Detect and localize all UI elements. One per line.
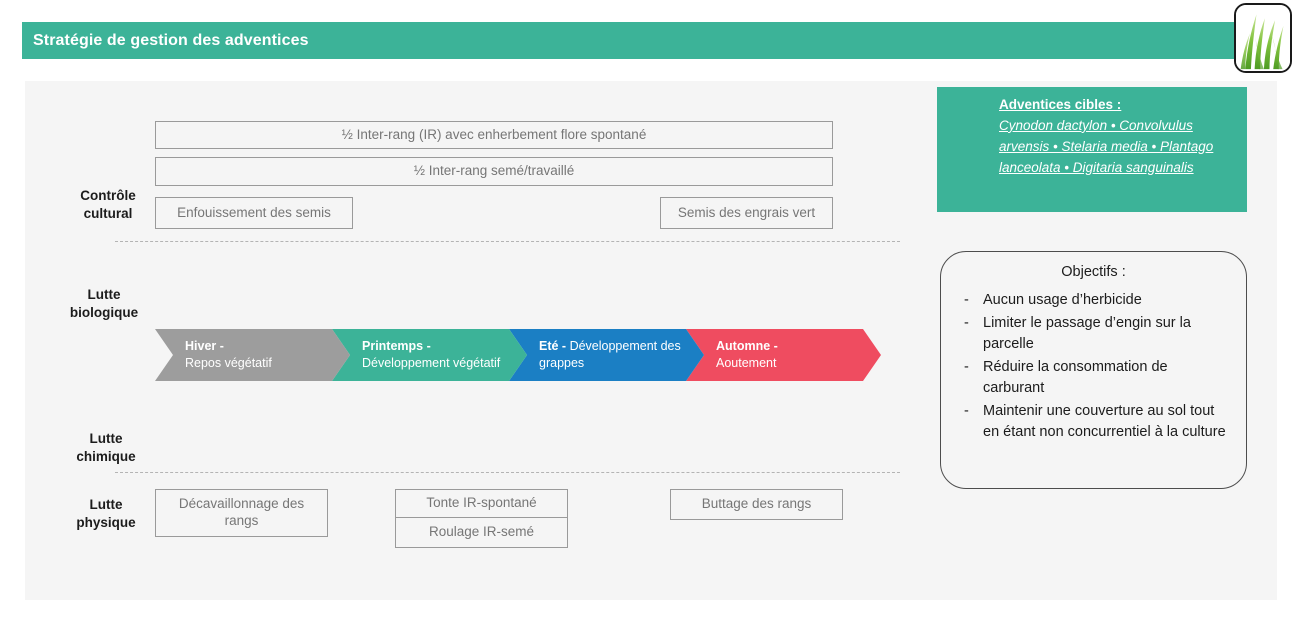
box-decavaillonnage-rangs[interactable]: Décavaillonnage des rangs — [155, 489, 328, 537]
objectif-text: Aucun usage d’herbicide — [983, 292, 1142, 308]
objectifs-panel: Objectifs : - Aucun usage d’herbicide - … — [940, 251, 1247, 489]
adventices-heading: Adventices cibles : — [999, 97, 1122, 112]
season-label-automne: Automne - Aoutement — [686, 338, 788, 372]
season-label-printemps: Printemps - Développement végétatif — [332, 338, 510, 372]
separator-line-top — [115, 241, 900, 242]
objectif-list-item: - Maintenir une couverture au sol tout e… — [959, 401, 1228, 443]
box-semis-engrais-vert[interactable]: Semis des engrais vert — [660, 197, 833, 229]
objectif-dash-bullet: - — [964, 403, 969, 420]
page-title: Stratégie de gestion des adventices — [33, 31, 309, 49]
title-banner: Stratégie de gestion des adventices — [22, 22, 1253, 59]
objectif-dash-bullet: - — [964, 359, 969, 376]
objectif-dash-bullet: - — [964, 315, 969, 332]
grass-logo-icon — [1234, 3, 1292, 73]
season-desc-automne: Aoutement — [716, 356, 777, 370]
season-desc-ete: Développement des grappes — [539, 339, 681, 370]
box-tonte-ir-spontane[interactable]: Tonte IR-spontané — [395, 489, 568, 518]
season-timeline: Hiver - Repos végétatif Printemps - Déve… — [155, 329, 863, 381]
separator-line-bottom — [115, 472, 900, 473]
season-chevron-ete[interactable]: Eté - Développement des grappes — [509, 329, 704, 381]
season-label-hiver: Hiver - Repos végétatif — [155, 338, 282, 372]
adventices-cibles-panel: Adventices cibles : Cynodon dactylon • C… — [937, 87, 1247, 212]
box-buttage-rangs[interactable]: Buttage des rangs — [670, 489, 843, 520]
season-chevron-automne[interactable]: Automne - Aoutement — [686, 329, 881, 381]
season-name-automne: Automne - — [716, 339, 778, 354]
objectif-list-item: - Aucun usage d’herbicide — [959, 290, 1228, 311]
objectif-dash-bullet: - — [964, 292, 969, 308]
box-roulage-ir-seme[interactable]: Roulage IR-semé — [395, 517, 568, 548]
objectif-list-item: - Limiter le passage d’engin sur la parc… — [959, 313, 1228, 355]
season-name-hiver: Hiver - — [185, 339, 224, 354]
season-label-ete: Eté - Développement des grappes — [509, 338, 704, 372]
objectif-list-item: - Réduire la consommation de carburant — [959, 357, 1228, 399]
objectif-text: Maintenir une couverture au sol tout en … — [983, 403, 1226, 441]
season-name-printemps: Printemps - — [362, 339, 431, 354]
box-inter-rang-spontane[interactable]: ½ Inter-rang (IR) avec enherbement flore… — [155, 121, 833, 149]
objectif-text: Réduire la consommation de carburant — [983, 359, 1168, 397]
adventices-species-list: Cynodon dactylon • Convolvulus arvensis … — [999, 117, 1214, 175]
season-chevron-hiver[interactable]: Hiver - Repos végétatif — [155, 329, 350, 381]
box-enfouissement-semis[interactable]: Enfouissement des semis — [155, 197, 353, 229]
season-desc-hiver: Repos végétatif — [185, 356, 272, 370]
season-name-ete: Eté - — [539, 339, 570, 354]
objectif-text: Limiter le passage d’engin sur la parcel… — [983, 315, 1191, 353]
season-chevron-printemps[interactable]: Printemps - Développement végétatif — [332, 329, 527, 381]
objectifs-title: Objectifs : — [1061, 264, 1126, 280]
season-desc-printemps: Développement végétatif — [362, 356, 501, 370]
box-inter-rang-seme[interactable]: ½ Inter-rang semé/travaillé — [155, 157, 833, 186]
